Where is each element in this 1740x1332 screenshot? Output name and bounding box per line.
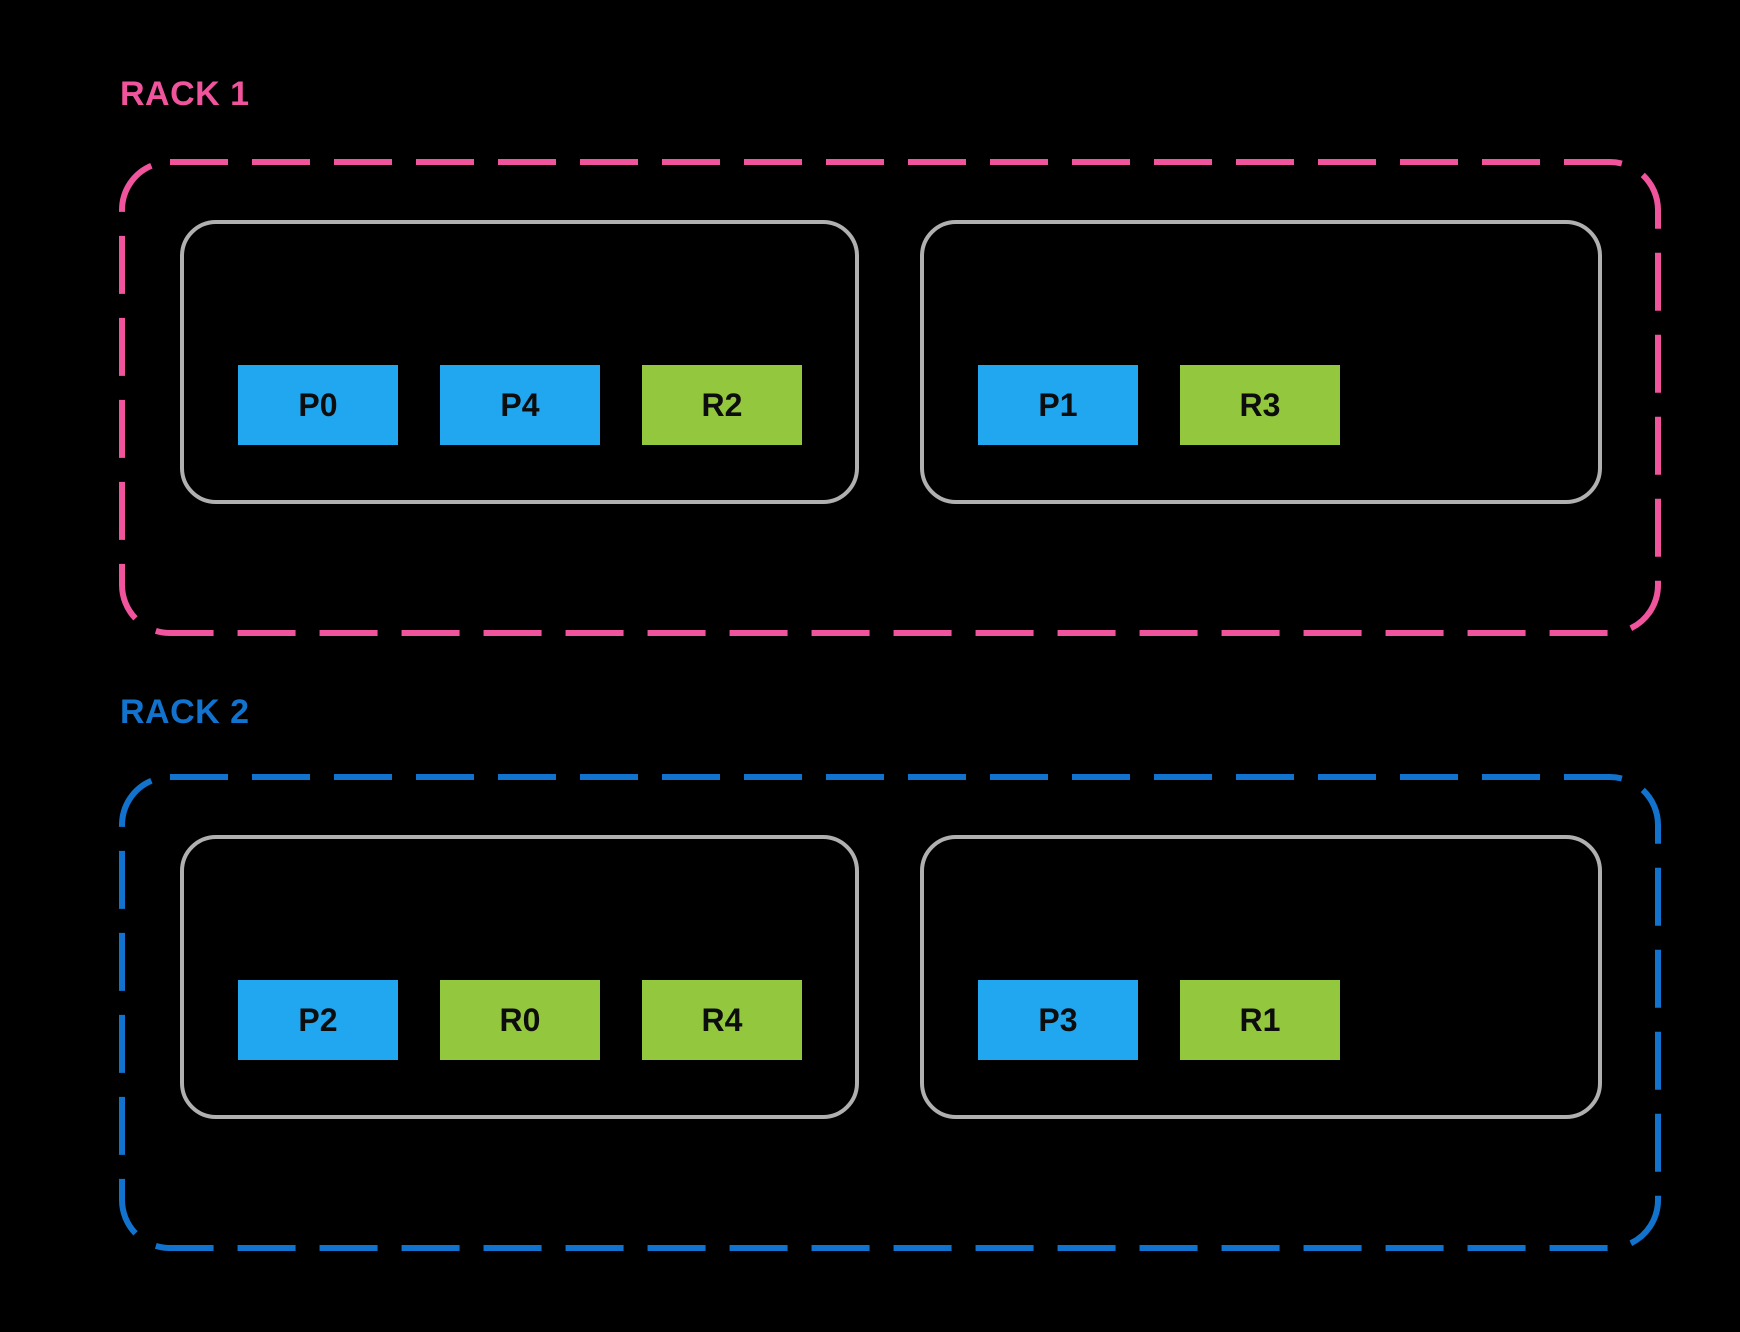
replica-box-r4: R4 [642, 980, 802, 1060]
partition-box-p2: P2 [238, 980, 398, 1060]
partition-box-p2-label: P2 [298, 1001, 338, 1038]
rack2-host1-box-row: P2 R0 R4 [238, 980, 802, 1060]
replica-box-r4-label: R4 [701, 1001, 743, 1038]
replica-box-r3: R3 [1180, 365, 1340, 445]
partition-box-p0-label: P0 [298, 386, 338, 423]
replica-box-r2-label: R2 [701, 386, 743, 423]
rack1-label: RACK 1 [120, 75, 250, 113]
partition-box-p1: P1 [978, 365, 1138, 445]
rack2-label: RACK 2 [120, 693, 250, 731]
replica-box-r3-label: R3 [1239, 386, 1281, 423]
rack1-host2-box-row: P1 R3 [978, 365, 1340, 445]
partition-box-p4: P4 [440, 365, 600, 445]
replica-box-r0-label: R0 [499, 1001, 541, 1038]
rack2-host2-box-row: P3 R1 [978, 980, 1340, 1060]
replica-box-r1: R1 [1180, 980, 1340, 1060]
rack1-host-1: P0 P4 R2 [180, 220, 859, 504]
partition-box-p1-label: P1 [1038, 386, 1078, 423]
rack1-host-2: P1 R3 [920, 220, 1602, 504]
rack2-host-2: P3 R1 [920, 835, 1602, 1119]
replica-box-r2: R2 [642, 365, 802, 445]
partition-box-p3: P3 [978, 980, 1138, 1060]
rack1-host1-box-row: P0 P4 R2 [238, 365, 802, 445]
partition-box-p0: P0 [238, 365, 398, 445]
rack2-host-1: P2 R0 R4 [180, 835, 859, 1119]
replica-box-r0: R0 [440, 980, 600, 1060]
partition-box-p4-label: P4 [500, 386, 540, 423]
replica-box-r1-label: R1 [1239, 1001, 1281, 1038]
partition-box-p3-label: P3 [1038, 1001, 1078, 1038]
